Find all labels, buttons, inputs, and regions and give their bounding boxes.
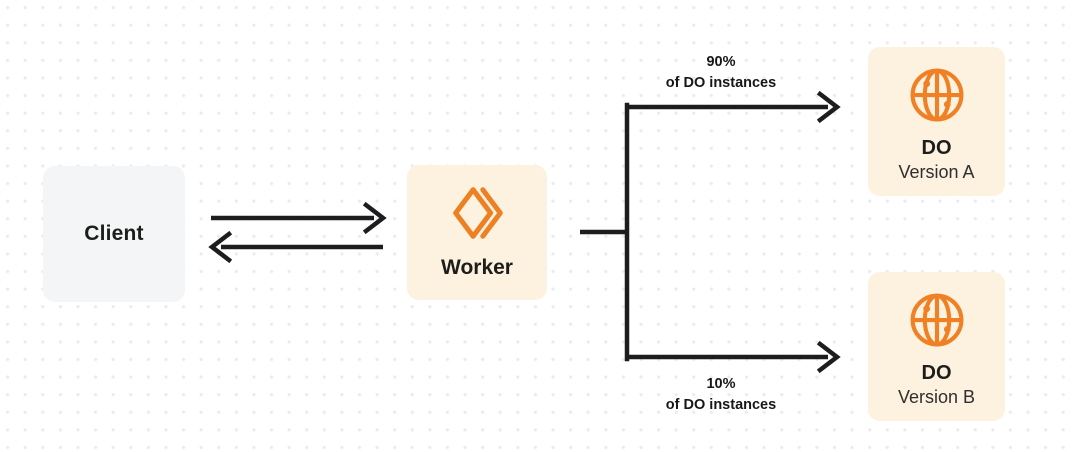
cloudflare-workers-icon <box>446 182 508 244</box>
do-b-subtitle: Version B <box>897 387 976 407</box>
edge-label-do-a: 90% of DO instances <box>596 52 846 94</box>
node-do-version-a[interactable]: DO Version A <box>868 47 1005 196</box>
node-client[interactable]: Client <box>43 166 185 302</box>
globe-icon <box>907 290 967 350</box>
edge-label-do-a-percent: 90% <box>706 54 736 70</box>
client-label: Client <box>84 222 144 245</box>
worker-label: Worker <box>441 256 513 279</box>
edge-to-do-a <box>625 90 841 124</box>
do-a-title: DO <box>921 137 952 159</box>
edge-label-do-b-caption: of DO instances <box>665 397 777 414</box>
edge-label-do-b: 10% of DO instances <box>596 374 846 416</box>
edge-worker-to-client <box>208 230 383 264</box>
edge-label-do-b-percent: 10% <box>706 376 736 392</box>
node-worker[interactable]: Worker <box>407 165 547 300</box>
globe-icon <box>907 65 967 125</box>
edge-client-to-worker <box>211 201 387 235</box>
edge-to-do-b <box>625 340 841 374</box>
do-b-title: DO <box>921 362 952 384</box>
do-a-subtitle: Version A <box>898 162 975 182</box>
node-do-version-b[interactable]: DO Version B <box>868 272 1005 421</box>
edge-label-do-a-caption: of DO instances <box>665 75 777 92</box>
